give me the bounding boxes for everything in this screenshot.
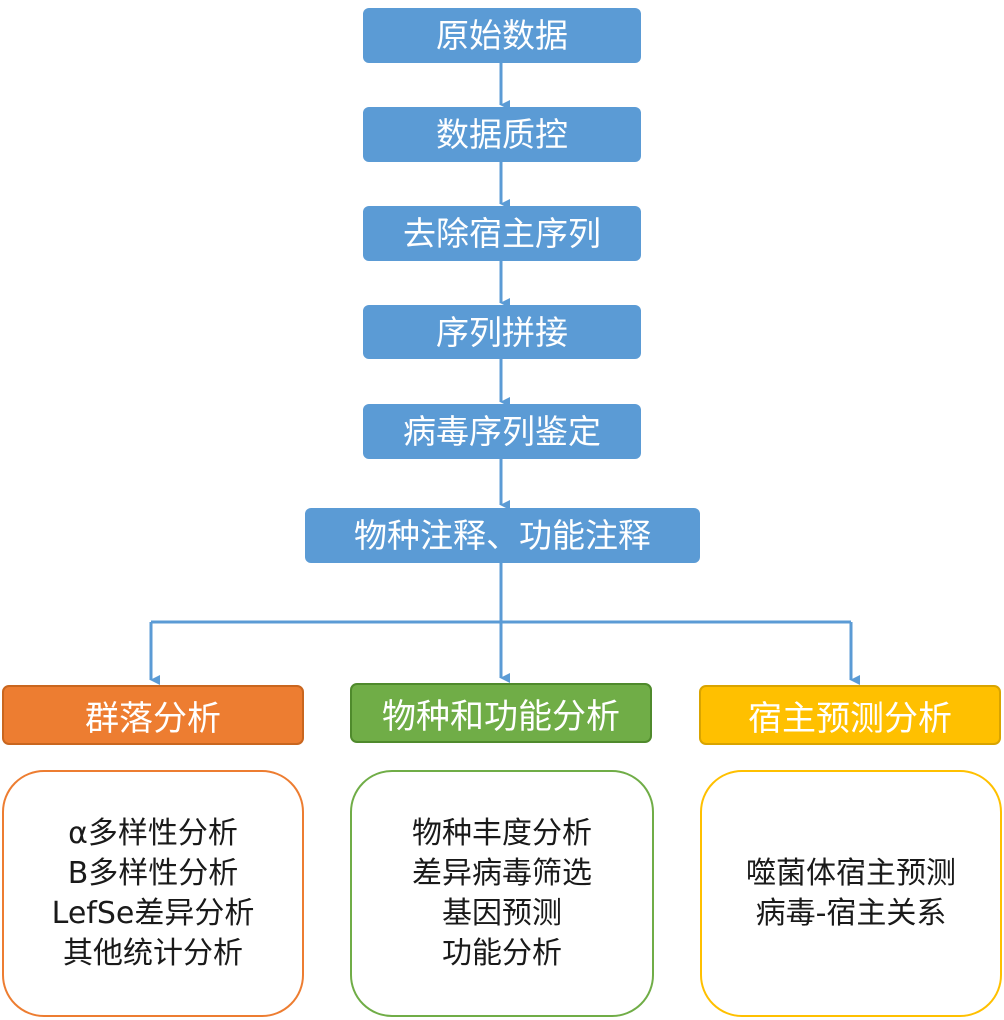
- detail-box-host-prediction-analysis: 噬菌体宿主预测 病毒-宿主关系: [700, 770, 1002, 1017]
- detail-item: α多样性分析: [68, 815, 238, 851]
- detail-item: Β多样性分析: [67, 855, 239, 891]
- detail-item: 病毒-宿主关系: [755, 895, 947, 931]
- detail-item: LefSe差异分析: [51, 895, 255, 931]
- step-annotation: 物种注释、功能注释: [305, 508, 700, 563]
- detail-item: 基因预测: [442, 895, 562, 931]
- branch-header-community-analysis: 群落分析: [2, 685, 304, 745]
- detail-box-community-analysis: α多样性分析 Β多样性分析 LefSe差异分析 其他统计分析: [2, 770, 304, 1017]
- step-sequence-assembly: 序列拼接: [363, 305, 641, 359]
- detail-item: 其他统计分析: [63, 935, 243, 971]
- branch-header-host-prediction-analysis: 宿主预测分析: [699, 685, 1001, 745]
- step-raw-data: 原始数据: [363, 8, 641, 63]
- step-remove-host-sequences: 去除宿主序列: [363, 206, 641, 261]
- step-quality-control: 数据质控: [363, 107, 641, 162]
- detail-item: 噬菌体宿主预测: [746, 855, 956, 891]
- detail-item: 物种丰度分析: [412, 815, 592, 851]
- detail-item: 功能分析: [442, 935, 562, 971]
- detail-box-species-function-analysis: 物种丰度分析 差异病毒筛选 基因预测 功能分析: [350, 770, 654, 1017]
- detail-item: 差异病毒筛选: [412, 855, 592, 891]
- step-virus-identification: 病毒序列鉴定: [363, 404, 641, 459]
- branch-header-species-function-analysis: 物种和功能分析: [350, 683, 652, 743]
